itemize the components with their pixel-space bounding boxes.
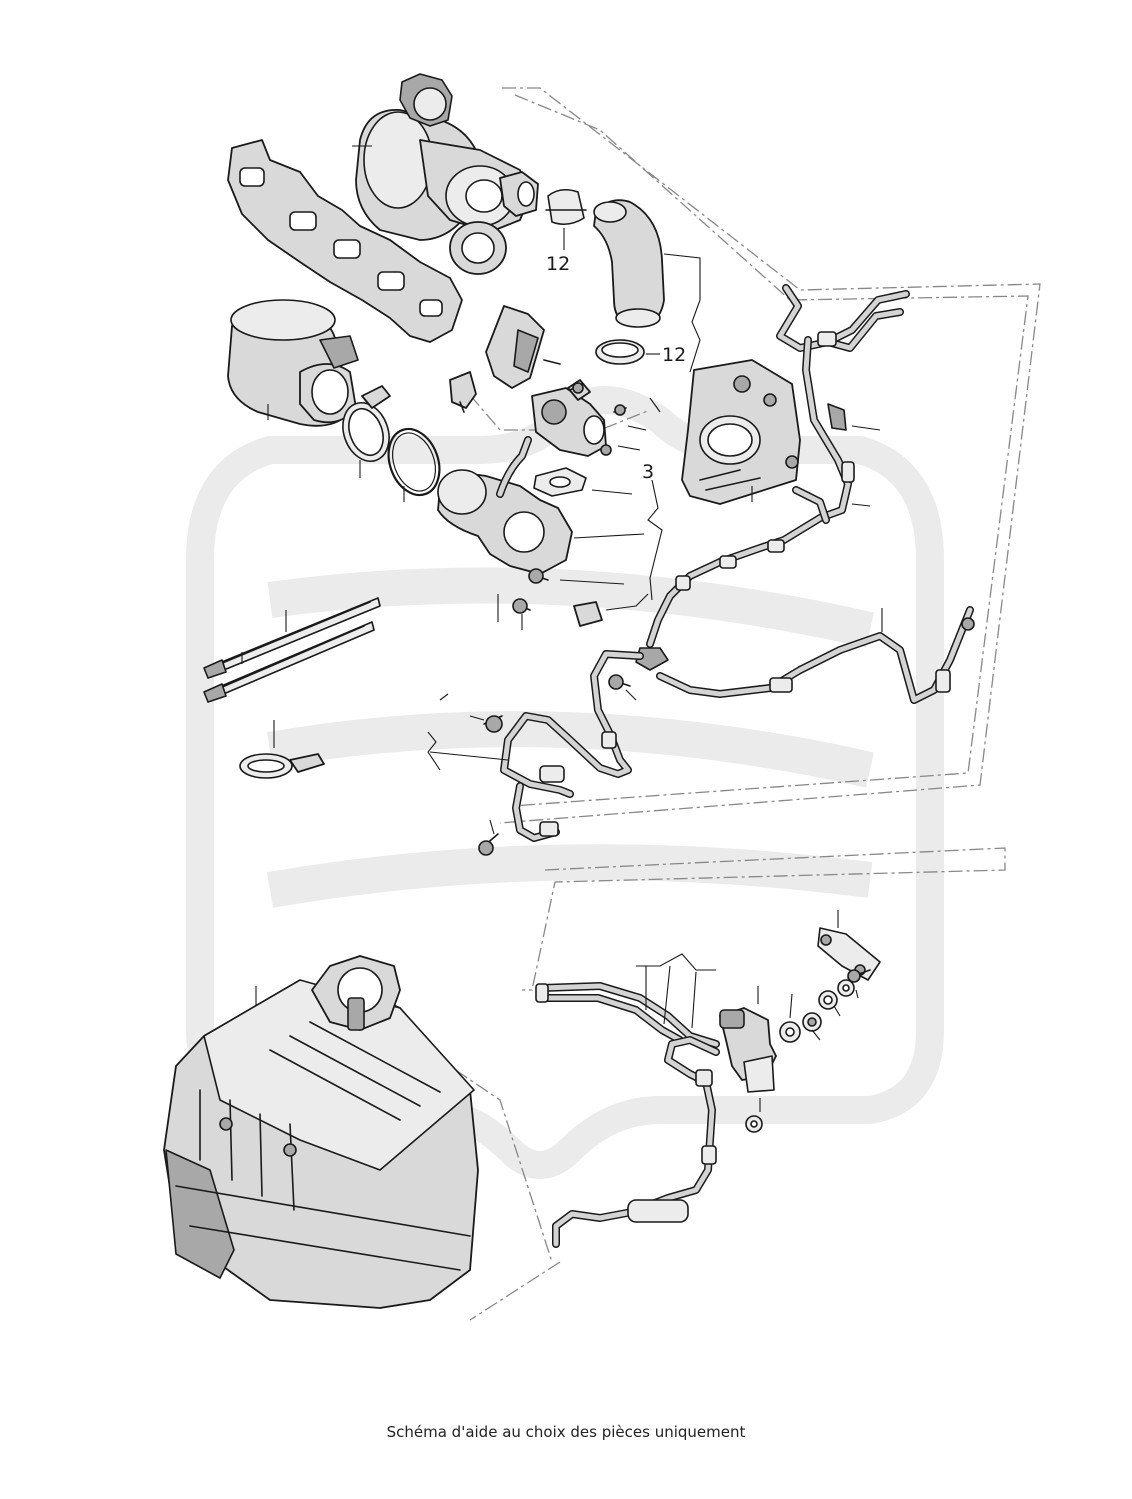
nut-3 xyxy=(745,1115,763,1133)
sensor-clip xyxy=(827,403,847,431)
bolt-elbow-2 xyxy=(512,598,531,614)
vacuum-line-middle xyxy=(500,650,644,842)
o-ring xyxy=(387,427,441,497)
label-gasket: 3 xyxy=(642,461,654,483)
sleeve xyxy=(573,601,603,627)
washer-2 xyxy=(802,1012,822,1032)
bolt-elbow-1 xyxy=(528,568,549,584)
vacuum-line-upper xyxy=(646,284,910,648)
bolt-bracket xyxy=(847,969,871,983)
bolt-egr-1 xyxy=(569,382,584,394)
label-clamp-lower: 12 xyxy=(662,344,686,366)
nut-1 xyxy=(818,990,838,1010)
vacuum-line-right xyxy=(656,606,975,704)
gasket xyxy=(533,467,587,497)
turbocharger xyxy=(355,73,539,275)
bolt-egr-2 xyxy=(613,404,627,416)
band-clamp xyxy=(342,385,391,462)
catalytic-converter xyxy=(227,299,359,427)
cable-tie-1 xyxy=(203,597,381,679)
solenoid-valve xyxy=(719,1007,777,1093)
nut-2 xyxy=(837,979,855,997)
parts-diagram: 12 12 xyxy=(163,73,1041,1321)
label-clamp-upper: 12 xyxy=(546,253,570,275)
bolt-vacuum-3 xyxy=(478,833,499,856)
bolt-vacuum-1 xyxy=(608,674,631,690)
disclaimer-caption: Schéma d'aide au choix des pièces unique… xyxy=(386,1423,746,1441)
bolt-vacuum-2 xyxy=(483,715,503,733)
air-filter-box xyxy=(163,955,479,1309)
intake-elbow xyxy=(437,436,573,575)
heat-shield xyxy=(485,305,561,389)
hose-clip xyxy=(239,753,325,779)
cable-tie-2 xyxy=(203,621,375,703)
vacuum-line-lower xyxy=(535,982,720,1248)
clamp-lower xyxy=(595,339,645,365)
intercooler-hose xyxy=(593,199,665,328)
clamp-upper xyxy=(545,188,587,226)
exhaust-manifold xyxy=(227,139,463,343)
cylinder-head-cover xyxy=(681,359,801,505)
washer-1 xyxy=(779,1021,801,1043)
pipe-fitting xyxy=(449,371,477,413)
